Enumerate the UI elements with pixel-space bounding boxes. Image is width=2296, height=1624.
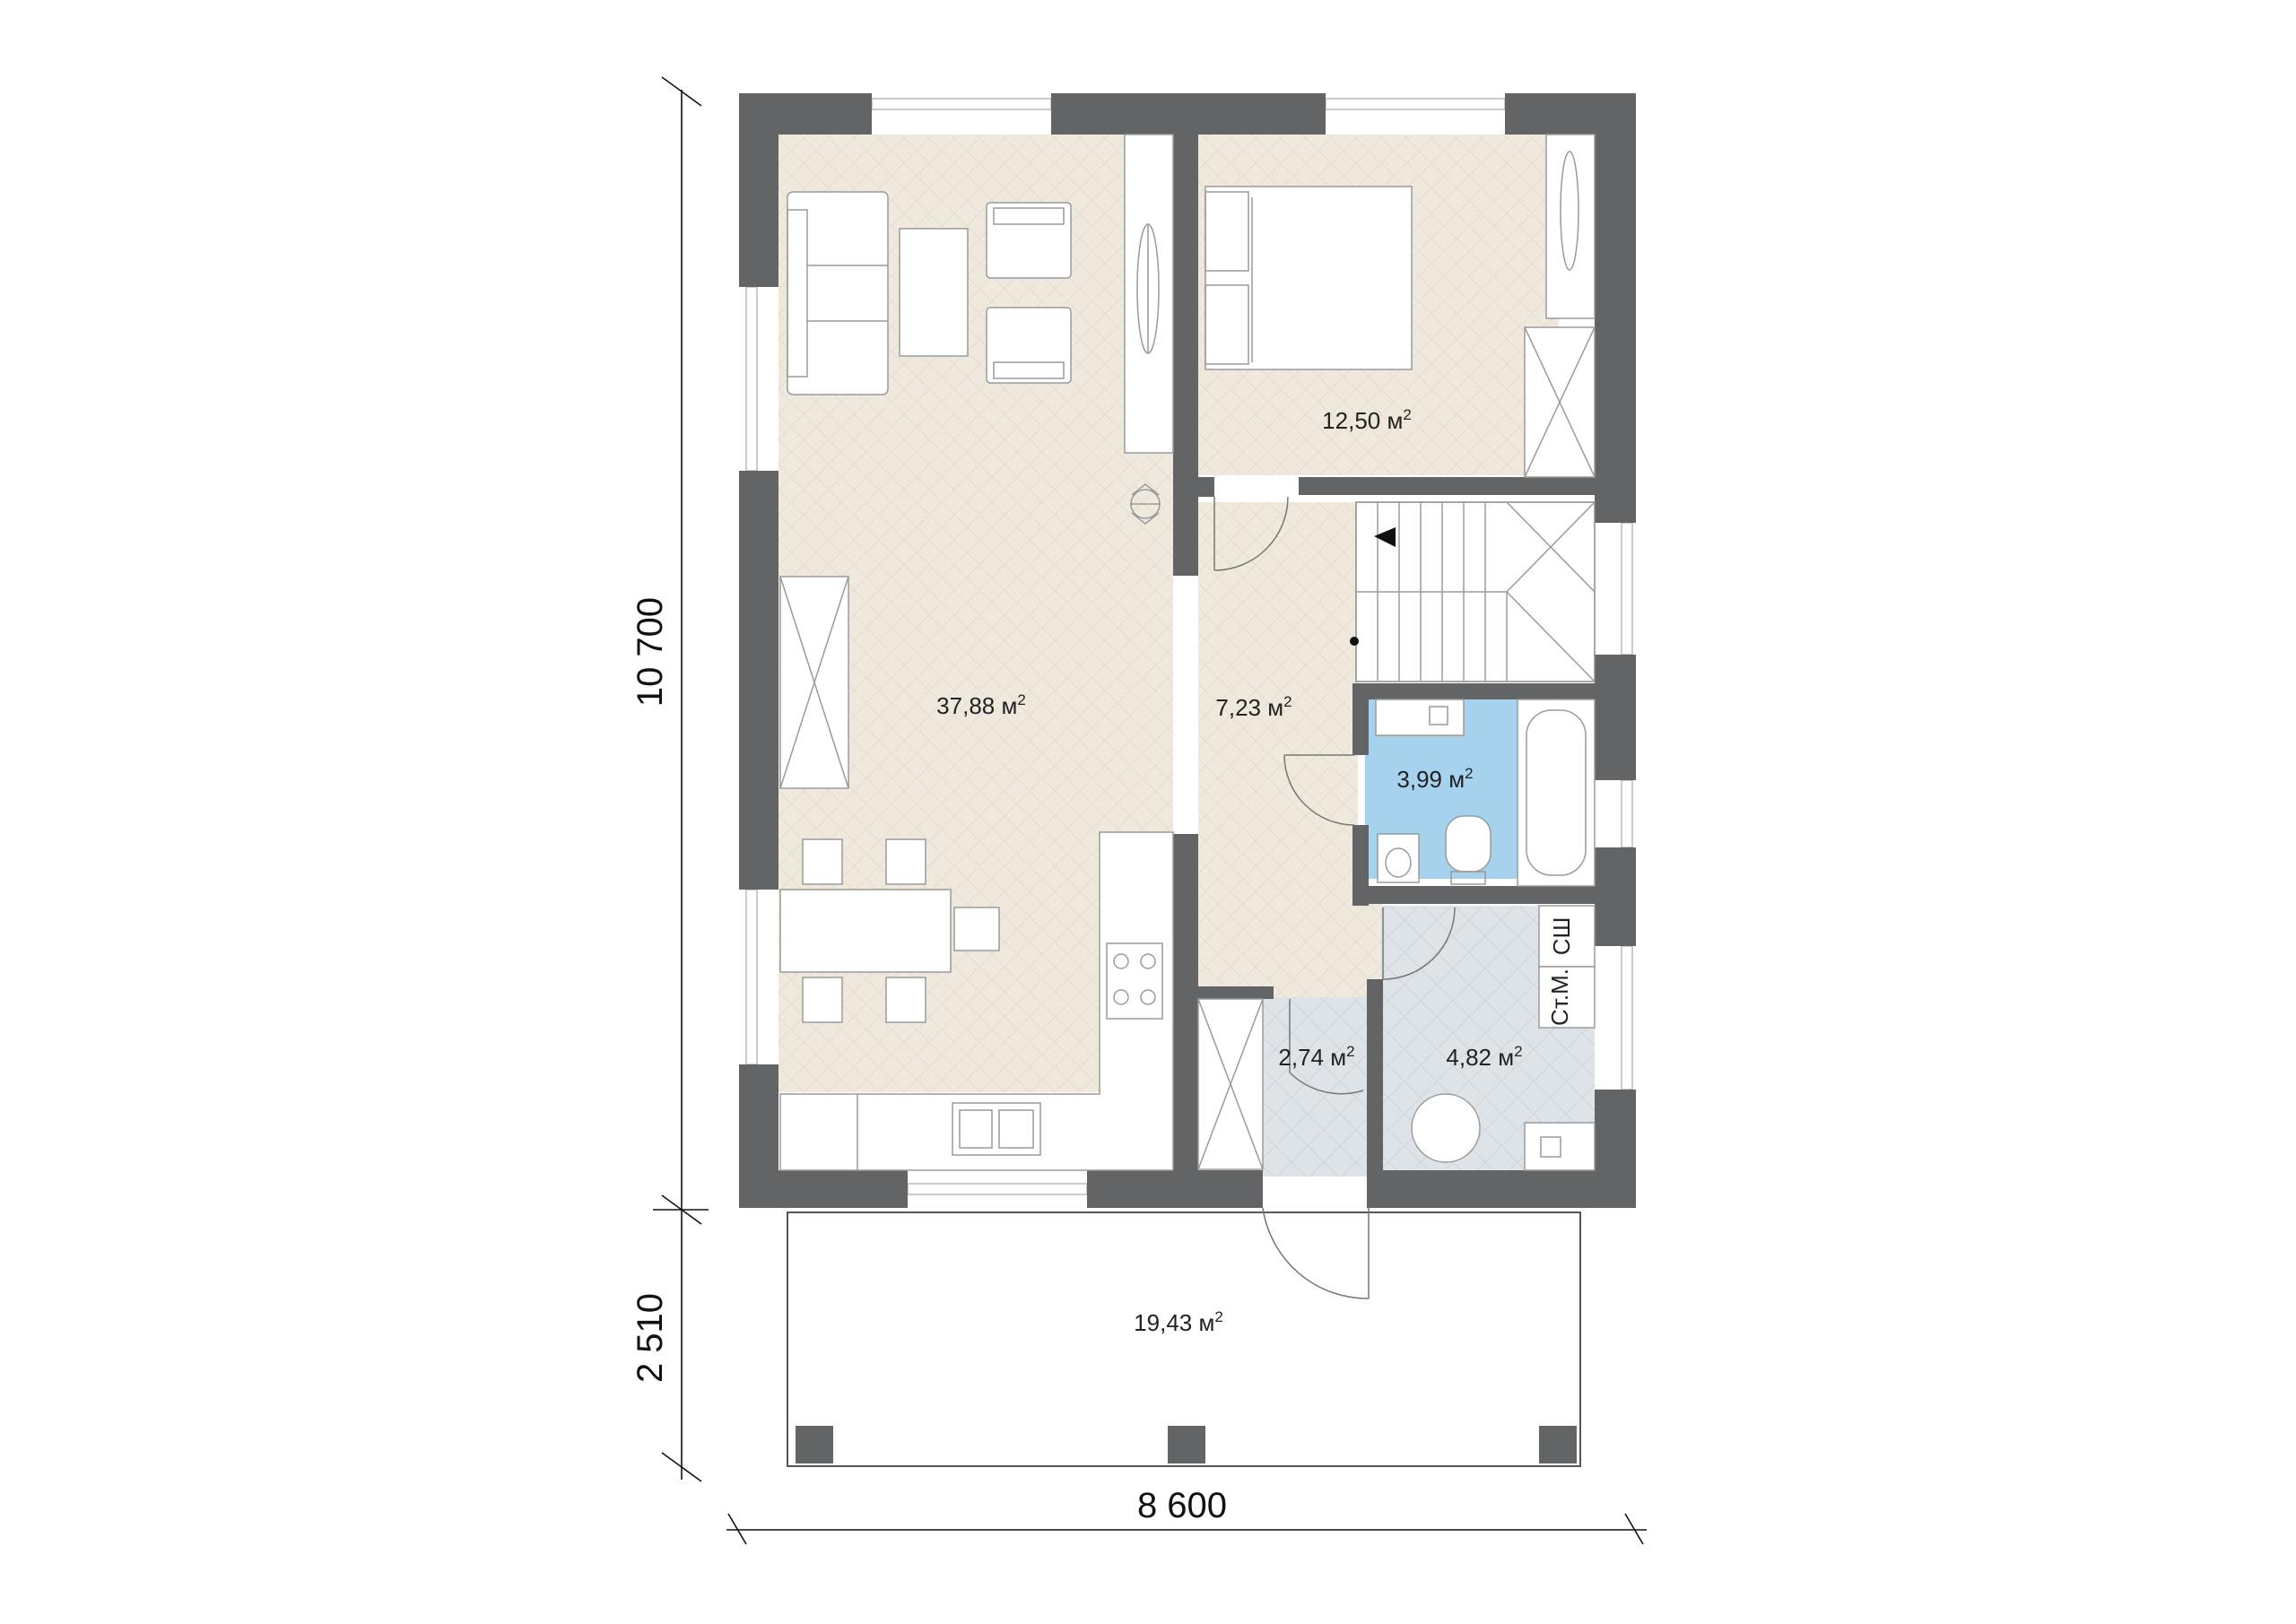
water-tank-icon <box>1411 1093 1481 1163</box>
dining-chair-5 <box>885 977 926 1023</box>
dryer-unit <box>1538 905 1596 968</box>
label-vestibule: 2,74 м2 <box>1278 1043 1354 1071</box>
dining-table <box>779 889 952 973</box>
label-living-kitchen: 37,88 м2 <box>936 691 1026 719</box>
wall-right-top <box>1595 93 1636 523</box>
bathroom-fixtures <box>1375 699 1596 887</box>
boiler-unit <box>1538 966 1596 1029</box>
label-bathroom: 3,99 м2 <box>1396 765 1473 793</box>
bathtub-icon <box>1517 699 1596 887</box>
wall-top-middle <box>1051 93 1326 135</box>
wall-bath-left-top <box>1352 683 1369 755</box>
window-left-upper <box>745 286 758 472</box>
wall-utility-left <box>1367 997 1383 1208</box>
armchair-lower <box>986 307 1072 384</box>
dim-terrace-depth: 2 510 <box>631 1293 670 1383</box>
sink-icon <box>952 1102 1041 1156</box>
sofa <box>787 191 889 395</box>
dining-chair-4 <box>802 977 843 1023</box>
room-labels: 37,88 м2 12,50 м2 7,23 м2 3,99 м2 2,74 м… <box>936 406 1522 1336</box>
window-right-utility <box>1621 945 1633 1090</box>
wall-left-middle <box>739 471 778 890</box>
door-bathroom <box>1283 754 1355 826</box>
wall-bedroom-bottom <box>1299 477 1595 495</box>
label-bedroom: 12,50 м2 <box>1322 406 1412 434</box>
terrace <box>787 1211 1581 1467</box>
wall-bath-left-bottom <box>1352 825 1369 906</box>
utility-fixtures <box>1197 905 1596 1171</box>
window-top-right <box>1325 98 1506 110</box>
wall-vestibule-top <box>1198 986 1274 999</box>
door-utility <box>1382 907 1456 980</box>
dining-kitchen <box>779 831 1174 1171</box>
window-right-stairs <box>1621 522 1633 656</box>
walls <box>739 93 1636 1208</box>
terrace-outline <box>787 1211 1581 1467</box>
label-hall: 7,23 м2 <box>1215 693 1292 721</box>
terrace-post-left <box>796 1426 833 1463</box>
tv-console <box>1124 134 1174 454</box>
stairs-start-dot <box>1350 637 1359 646</box>
washbasin-icon <box>1375 699 1465 736</box>
utility-sink-icon <box>1524 1122 1596 1171</box>
window-top-left <box>871 98 1052 110</box>
staircase <box>1350 501 1596 682</box>
living-furniture <box>779 134 1174 789</box>
stove-icon <box>1106 942 1163 1020</box>
windows <box>745 98 1633 1195</box>
window-right-bath <box>1621 779 1633 848</box>
bidet-icon <box>1377 833 1420 883</box>
wall-right-bottom <box>1595 1090 1636 1208</box>
window-left-lower <box>745 889 758 1065</box>
wall-left-top <box>739 93 778 287</box>
dining-chair-2 <box>885 838 926 885</box>
wall-bedroom-left <box>1173 135 1198 576</box>
dim-house-width: 8 600 <box>1137 1486 1227 1525</box>
wall-right-middle <box>1595 655 1636 780</box>
coffee-table <box>899 228 969 357</box>
dim-house-depth: 10 700 <box>631 597 670 707</box>
wardrobe-bedroom <box>1545 134 1596 319</box>
boiler-tag: Ст.М. <box>1546 968 1573 1026</box>
hanger-icon <box>1560 151 1579 271</box>
armchair-upper <box>986 202 1072 279</box>
dining-chair-3 <box>953 907 1000 951</box>
door-entrance <box>1262 1207 1370 1299</box>
bedroom-furniture <box>1205 134 1596 478</box>
wall-bath-top <box>1352 683 1595 699</box>
door-bedroom <box>1213 496 1289 571</box>
wall-right-lower <box>1595 847 1636 946</box>
wall-bath-bottom <box>1352 886 1595 904</box>
dimension-lines <box>653 76 1647 1545</box>
toilet-icon <box>1445 815 1492 873</box>
plant-icon <box>1130 483 1161 525</box>
door-vestibule <box>1289 999 1364 1095</box>
floor-vestibule <box>1263 997 1369 1177</box>
wall-utility-left-top <box>1367 979 1383 997</box>
terrace-post-middle <box>1168 1426 1205 1463</box>
window-bottom-left <box>907 1183 1088 1195</box>
doors <box>1213 496 1456 1299</box>
dining-chair-1 <box>802 838 843 885</box>
label-utility: 4,82 м2 <box>1446 1043 1522 1071</box>
wall-bedroom-left-stub <box>1173 477 1214 497</box>
wall-bottom-left <box>739 1170 908 1208</box>
dryer-tag: СШ <box>1548 917 1575 956</box>
stairs-arrow-icon <box>1374 527 1396 547</box>
terrace-post-right <box>1539 1426 1577 1463</box>
wall-kitchen-right <box>1173 834 1198 1208</box>
label-terrace: 19,43 м2 <box>1134 1308 1223 1336</box>
bed <box>1205 186 1413 370</box>
wall-bottom-right <box>1369 1170 1636 1208</box>
stairs-treads <box>1377 501 1596 682</box>
